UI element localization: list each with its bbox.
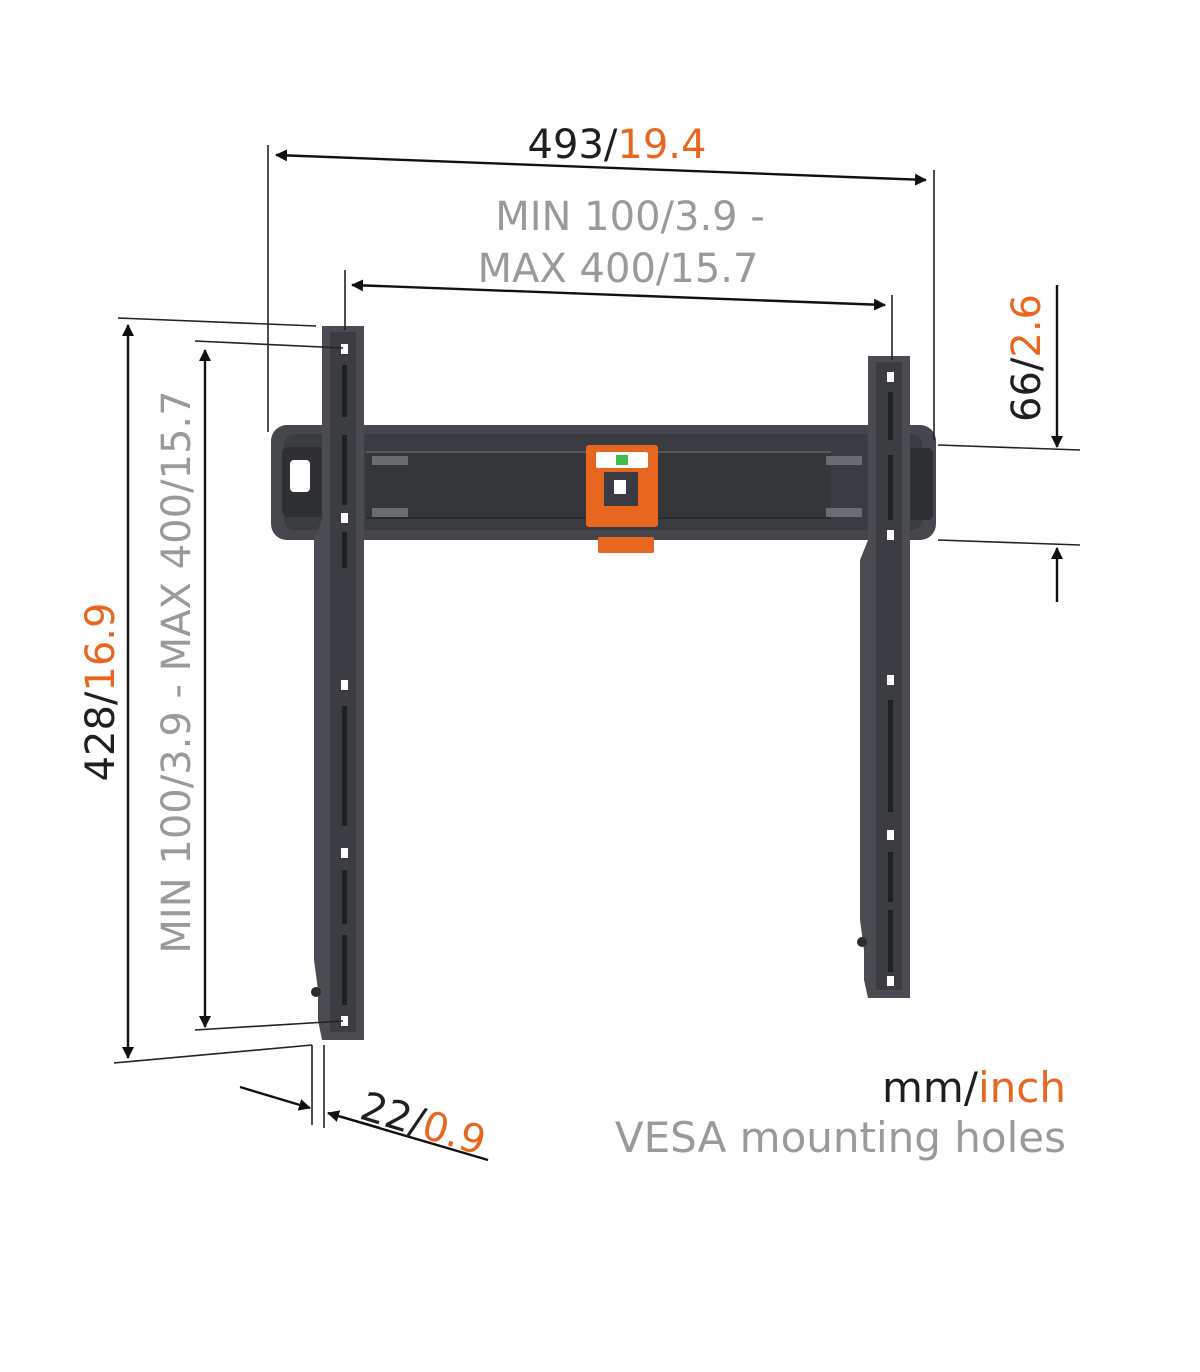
dimension-lines	[113, 145, 1081, 1162]
width-dimension-arrow	[275, 149, 927, 186]
vesa-horizontal-arrow	[351, 279, 886, 311]
vesa-hole	[341, 680, 348, 690]
total-width-label: 493/19.4	[528, 122, 707, 168]
rail-slot	[290, 460, 310, 492]
vesa-hole	[887, 372, 894, 382]
vesa-horizontal-label-line1: MIN 100/3.9 -	[495, 194, 765, 240]
depth-arrow-left	[239, 1085, 311, 1111]
wall-bracket	[271, 326, 936, 1040]
vesa-vertical-label: MIN 100/3.9 - MAX 400/15.7	[154, 390, 200, 953]
vesa-hole	[887, 530, 894, 540]
depth-label: 22/0.9	[355, 1084, 491, 1165]
vesa-hole	[887, 976, 894, 986]
depth-arrow-right	[327, 1110, 381, 1130]
vesa-hole	[887, 675, 894, 685]
right-vertical-strip	[857, 356, 910, 998]
vesa-horizontal-label-line2: MAX 400/15.7	[478, 246, 759, 292]
vesa-hole	[341, 848, 348, 858]
total-height-label: 428/16.9	[78, 603, 124, 782]
rail-height-label: 66/2.6	[1004, 294, 1050, 422]
left-vertical-strip	[311, 326, 364, 1040]
vesa-holes-legend: VESA mounting holes	[615, 1113, 1066, 1162]
spirit-level-icon	[586, 445, 658, 553]
vesa-hole	[341, 1016, 348, 1026]
vesa-hole	[341, 513, 348, 523]
vesa-hole	[887, 830, 894, 840]
units-legend: mm/inch	[882, 1063, 1066, 1112]
vesa-hole	[341, 344, 348, 354]
